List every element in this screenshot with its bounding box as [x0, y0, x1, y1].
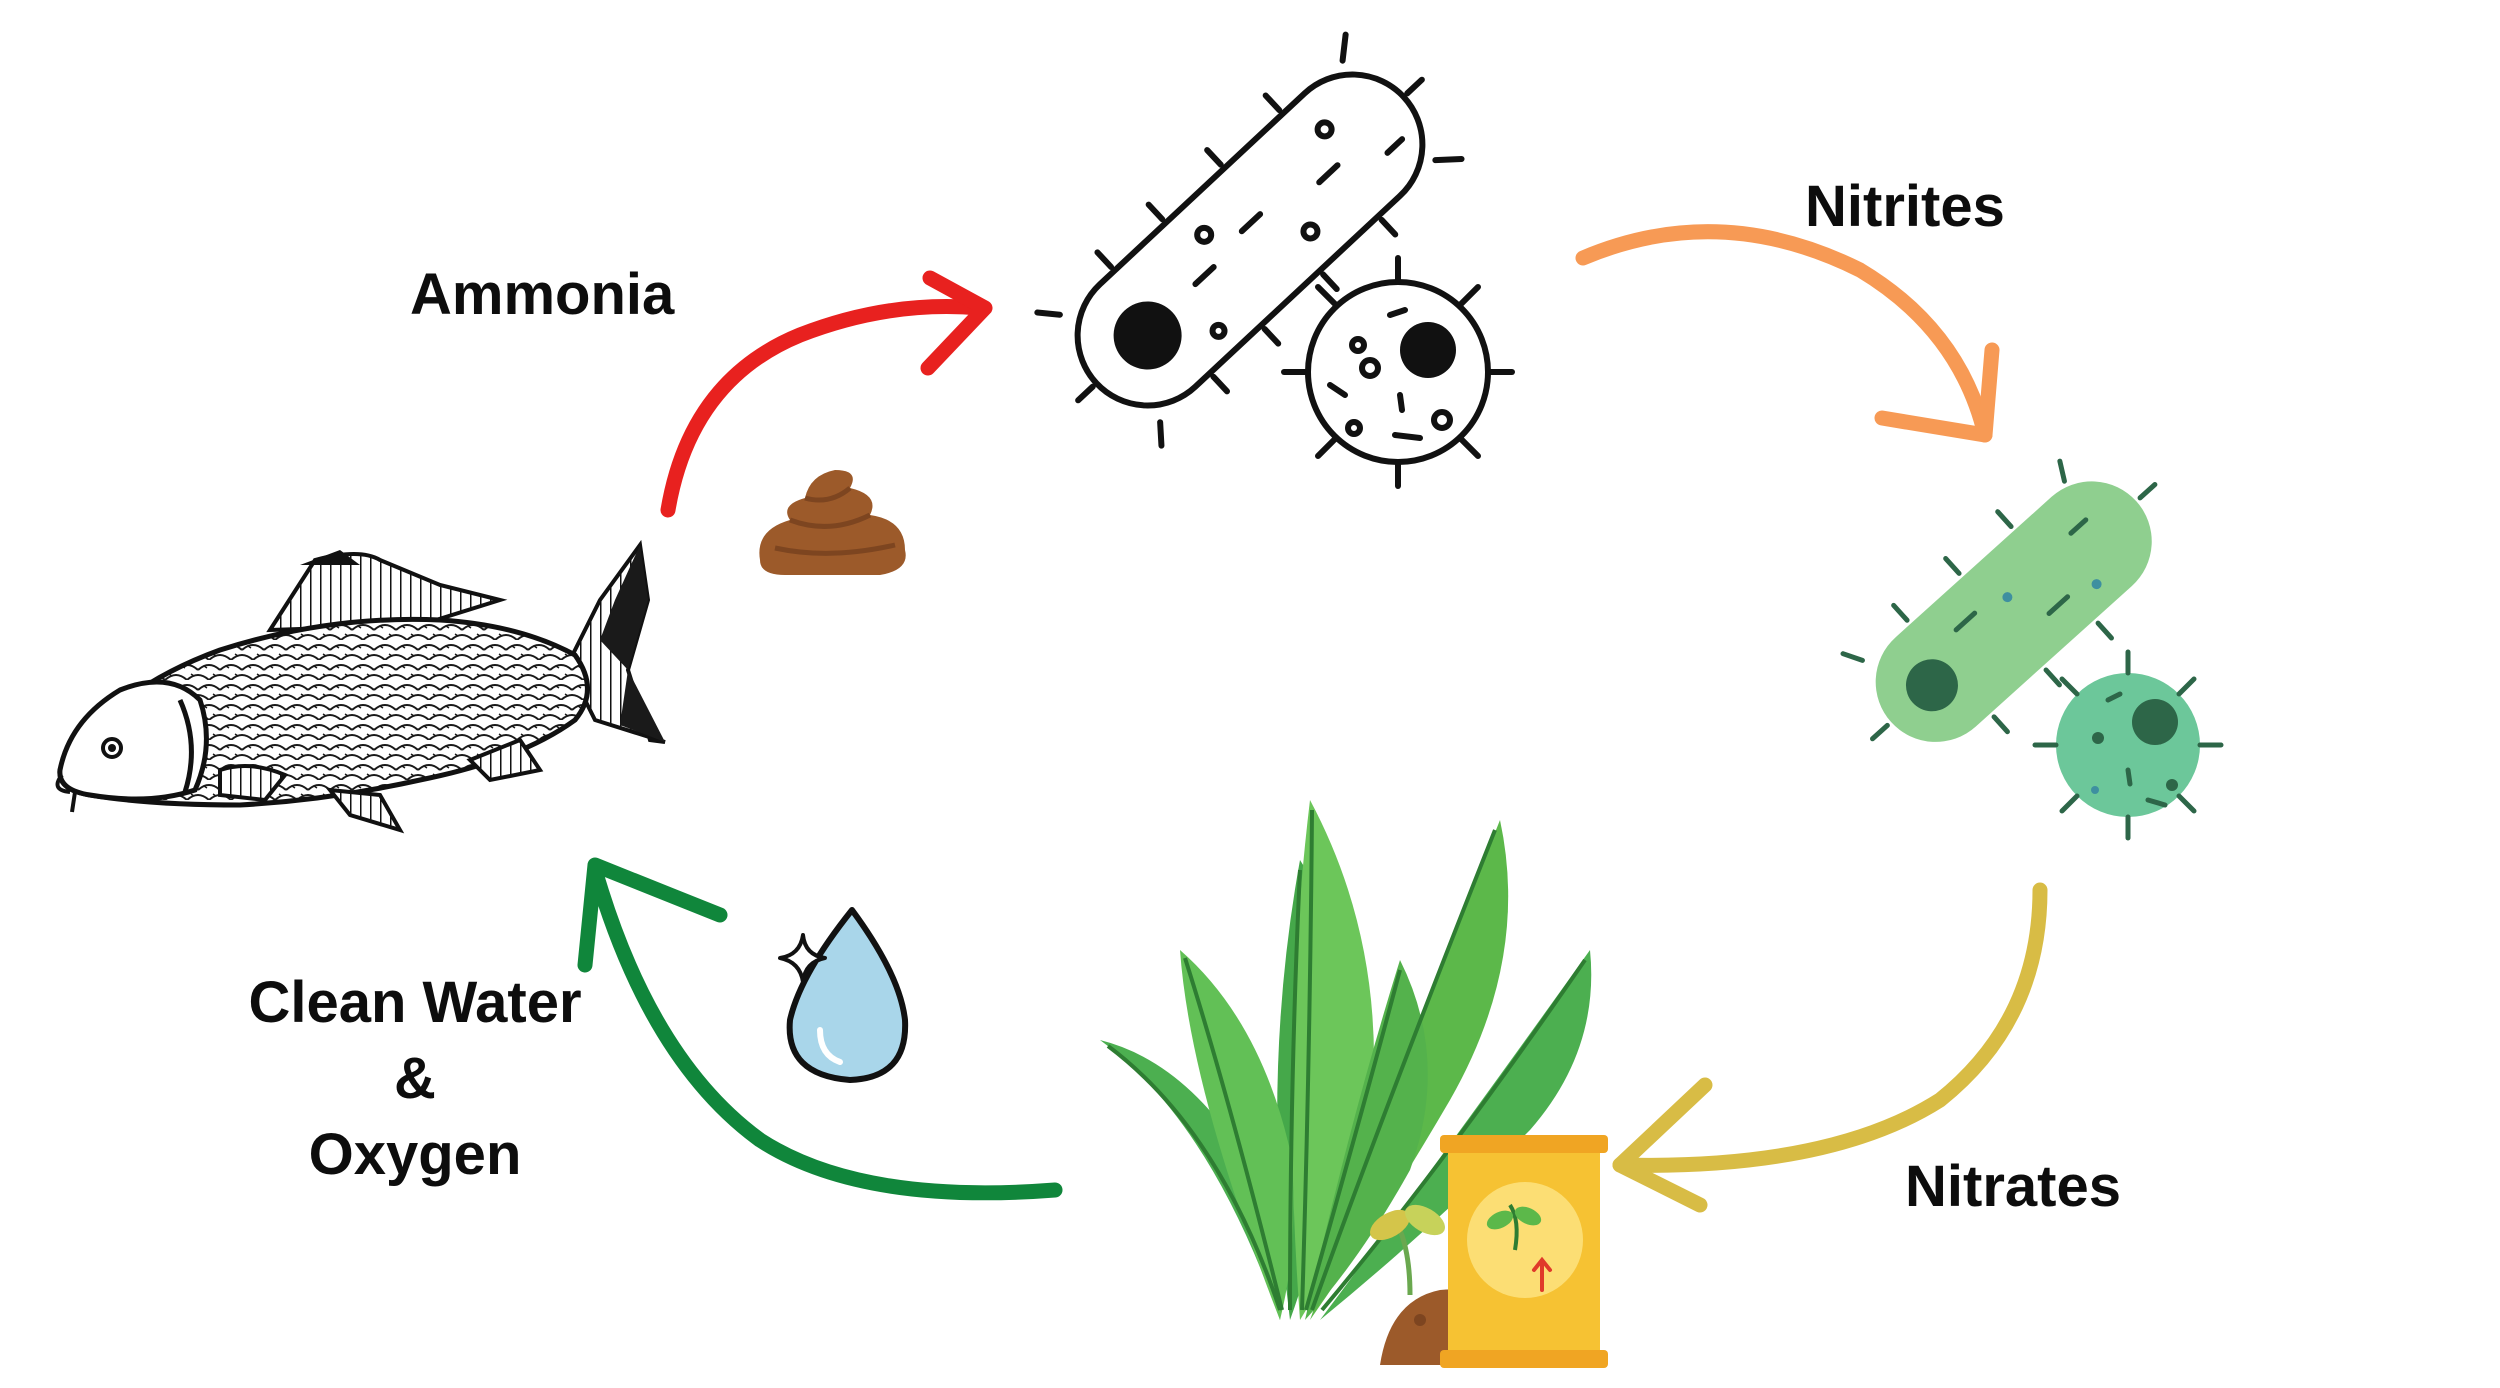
nitrites-label: Nitrites	[1805, 174, 2005, 239]
clean-water-oxygen-label: Clean Water & Oxygen	[225, 965, 605, 1193]
fish-waste-icon	[759, 470, 906, 575]
ammonia-label: Ammonia	[410, 262, 675, 327]
nitrobacter-bacteria-icon	[1840, 458, 2224, 841]
fertilizer-bag-icon	[1370, 1135, 1608, 1368]
nitrites-arrow	[1575, 224, 2000, 443]
clean-water-label-line-3: Oxygen	[308, 1121, 522, 1187]
ammonia-arrow	[660, 270, 993, 518]
clean-water-drop-icon	[778, 907, 909, 1083]
carp-fish-icon	[55, 539, 666, 834]
clean-water-label-line-2: &	[394, 1045, 436, 1111]
clean-water-label-line-1: Clean Water	[248, 970, 582, 1035]
nitrates-label: Nitrates	[1905, 1154, 2121, 1219]
nitrosomonas-bacteria-icon	[1034, 31, 1515, 489]
clean-water-arrow	[577, 857, 1063, 1201]
nitrates-arrow	[1612, 882, 2048, 1213]
